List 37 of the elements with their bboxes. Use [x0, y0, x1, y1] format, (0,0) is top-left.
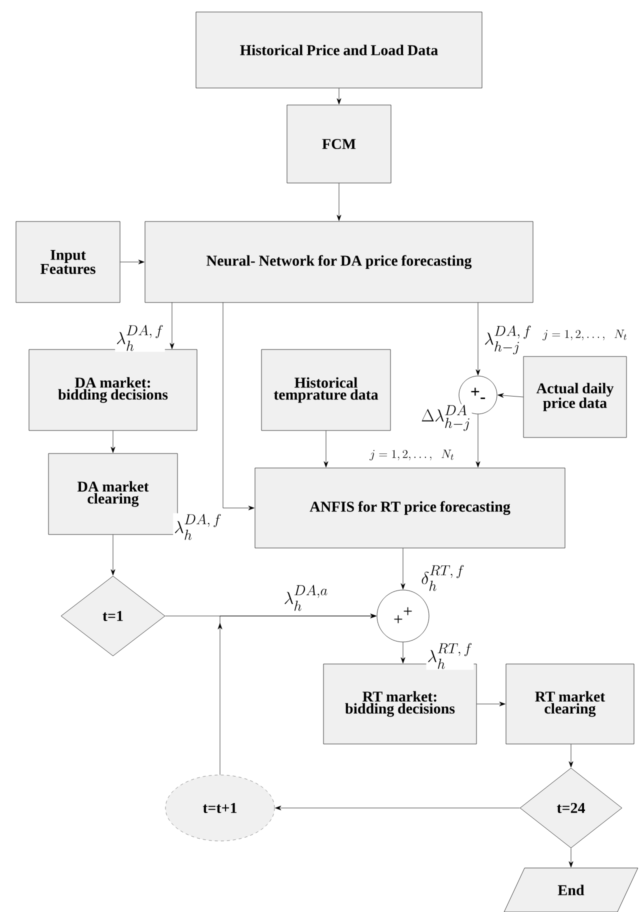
- edge-label: $\lambda_h^{DA,\,f}$: [173, 513, 223, 541]
- arrow: [110, 430, 116, 453]
- arrow: [120, 260, 144, 264]
- process-box: FCM: [286, 104, 392, 184]
- edge-label: $\lambda_h^{RT,\,f}$: [426, 642, 474, 670]
- process-box: ANFIS for RT price forecasting: [254, 468, 566, 548]
- arrow: [498, 393, 524, 398]
- data-box: Historical temprature data: [261, 349, 391, 431]
- arrow: [324, 430, 328, 468]
- index-range-label: $j=1,2,\ldots,\;\; N_t$: [542, 328, 628, 342]
- terminal-parallelogram: End: [504, 868, 638, 912]
- arrow: [275, 806, 520, 810]
- summing-junction: + +: [376, 590, 430, 642]
- process-box: Neural- Network for DA price forecasting: [144, 221, 534, 303]
- arrow: [400, 548, 406, 590]
- arrow: [568, 848, 574, 868]
- index-range-label: $j=1,2,\ldots,\;\; N_t$: [368, 448, 456, 462]
- arrow: [476, 702, 506, 706]
- arrow: [336, 183, 342, 221]
- arrow: [110, 534, 116, 576]
- edge-label: $\lambda_h^{DA,a}$: [282, 584, 330, 612]
- arrow: [476, 414, 480, 468]
- arrow: [476, 302, 480, 376]
- edge-label: $\lambda_{h-j}^{DA,\,f}$: [483, 324, 533, 356]
- arrow: [568, 744, 574, 768]
- arrow: [222, 302, 254, 510]
- edge-label: $\lambda_h^{DA,\,f}$: [115, 324, 165, 352]
- arrow: [218, 614, 376, 775]
- arrow: [400, 642, 406, 664]
- process-box: RT market clearing: [506, 664, 634, 744]
- input-box: Input Features: [16, 221, 120, 303]
- data-box: Actual daily price data: [523, 356, 627, 438]
- arrow: [336, 88, 342, 104]
- edge-label: $\Delta\lambda_{h-j}^{DA}$: [420, 404, 472, 432]
- edge-label: $\delta_h^{RT,\,f}$: [420, 564, 466, 592]
- arrow: [170, 302, 174, 350]
- process-box: Historical Price and Load Data: [196, 12, 482, 88]
